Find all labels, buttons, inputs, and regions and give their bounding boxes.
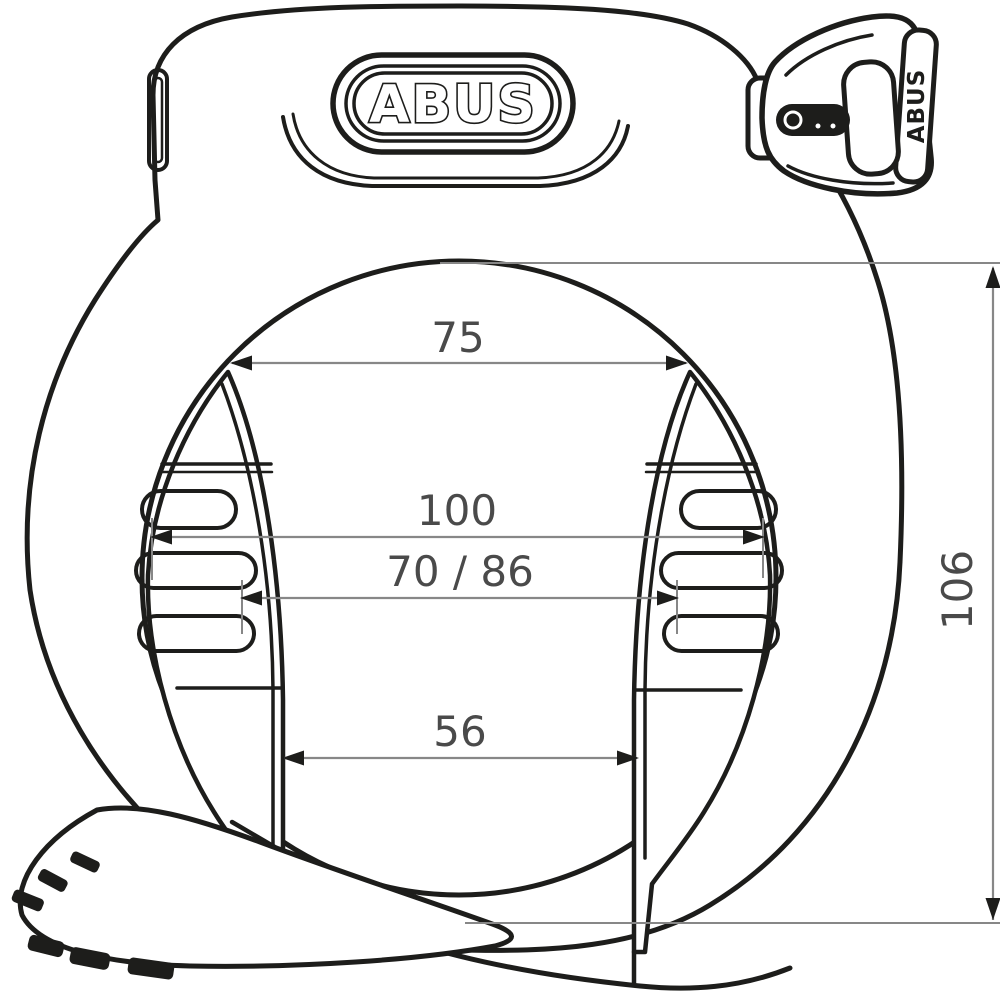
dimension-70-86-label: 70 / 86 [386, 547, 534, 596]
cable-slot [147, 68, 169, 172]
dimension-106-label: 106 [933, 550, 982, 630]
arrow-left-icon [282, 750, 304, 766]
abus-badge: ABUS [330, 52, 576, 155]
key-brand-band [893, 27, 939, 185]
grip-slot [679, 489, 778, 530]
key-brand-text: ABUS [904, 69, 930, 144]
arrow-left-icon [230, 355, 252, 371]
badge-ring-middle [344, 64, 562, 143]
grip-slot [140, 489, 238, 530]
housing-collar-inner [291, 112, 621, 180]
right-arm-inner-line [643, 382, 698, 860]
key: ABUS [745, 13, 939, 197]
dimension-100-label: 100 [417, 486, 497, 535]
abus-badge-text: ABUS [369, 75, 537, 135]
arrow-right-icon [743, 529, 765, 545]
housing-collar-outer [281, 115, 630, 188]
key-head-inner-top [784, 33, 874, 77]
arrow-up-icon [985, 266, 1000, 288]
badge-ring-outer [330, 52, 576, 155]
arrow-right-icon [666, 355, 688, 371]
dimension-70-86: 70 / 86 [240, 547, 679, 634]
key-grip-hole [841, 59, 901, 177]
dimension-56: 56 [282, 707, 639, 766]
arrow-left-icon [150, 529, 172, 545]
arrow-right-icon [617, 750, 639, 766]
lever-knob-outline [17, 805, 514, 969]
inner-ring-opening [139, 258, 779, 898]
left-arm-inner-line [220, 382, 275, 860]
keyway-logo-ring [783, 110, 803, 130]
arrow-right-icon [657, 590, 679, 606]
lever-grip-ridges [11, 851, 175, 980]
dimension-75-label: 75 [431, 313, 484, 362]
cable-slot-inner [152, 76, 164, 164]
arrow-left-icon [240, 590, 262, 606]
arrow-down-icon [985, 898, 1000, 920]
grip-slot [134, 551, 258, 590]
grip-slot [137, 614, 256, 653]
badge-ring-inner [352, 71, 554, 136]
key-head-inner-bottom [786, 164, 895, 186]
grip-slot [662, 614, 780, 653]
dimension-56-label: 56 [433, 707, 486, 756]
dimension-106: 106 [440, 262, 1000, 924]
dimension-75: 75 [230, 313, 688, 371]
dimension-100: 100 [150, 486, 765, 580]
release-lever [11, 805, 793, 991]
grip-slot [659, 551, 784, 590]
keyway-plate [776, 104, 850, 136]
